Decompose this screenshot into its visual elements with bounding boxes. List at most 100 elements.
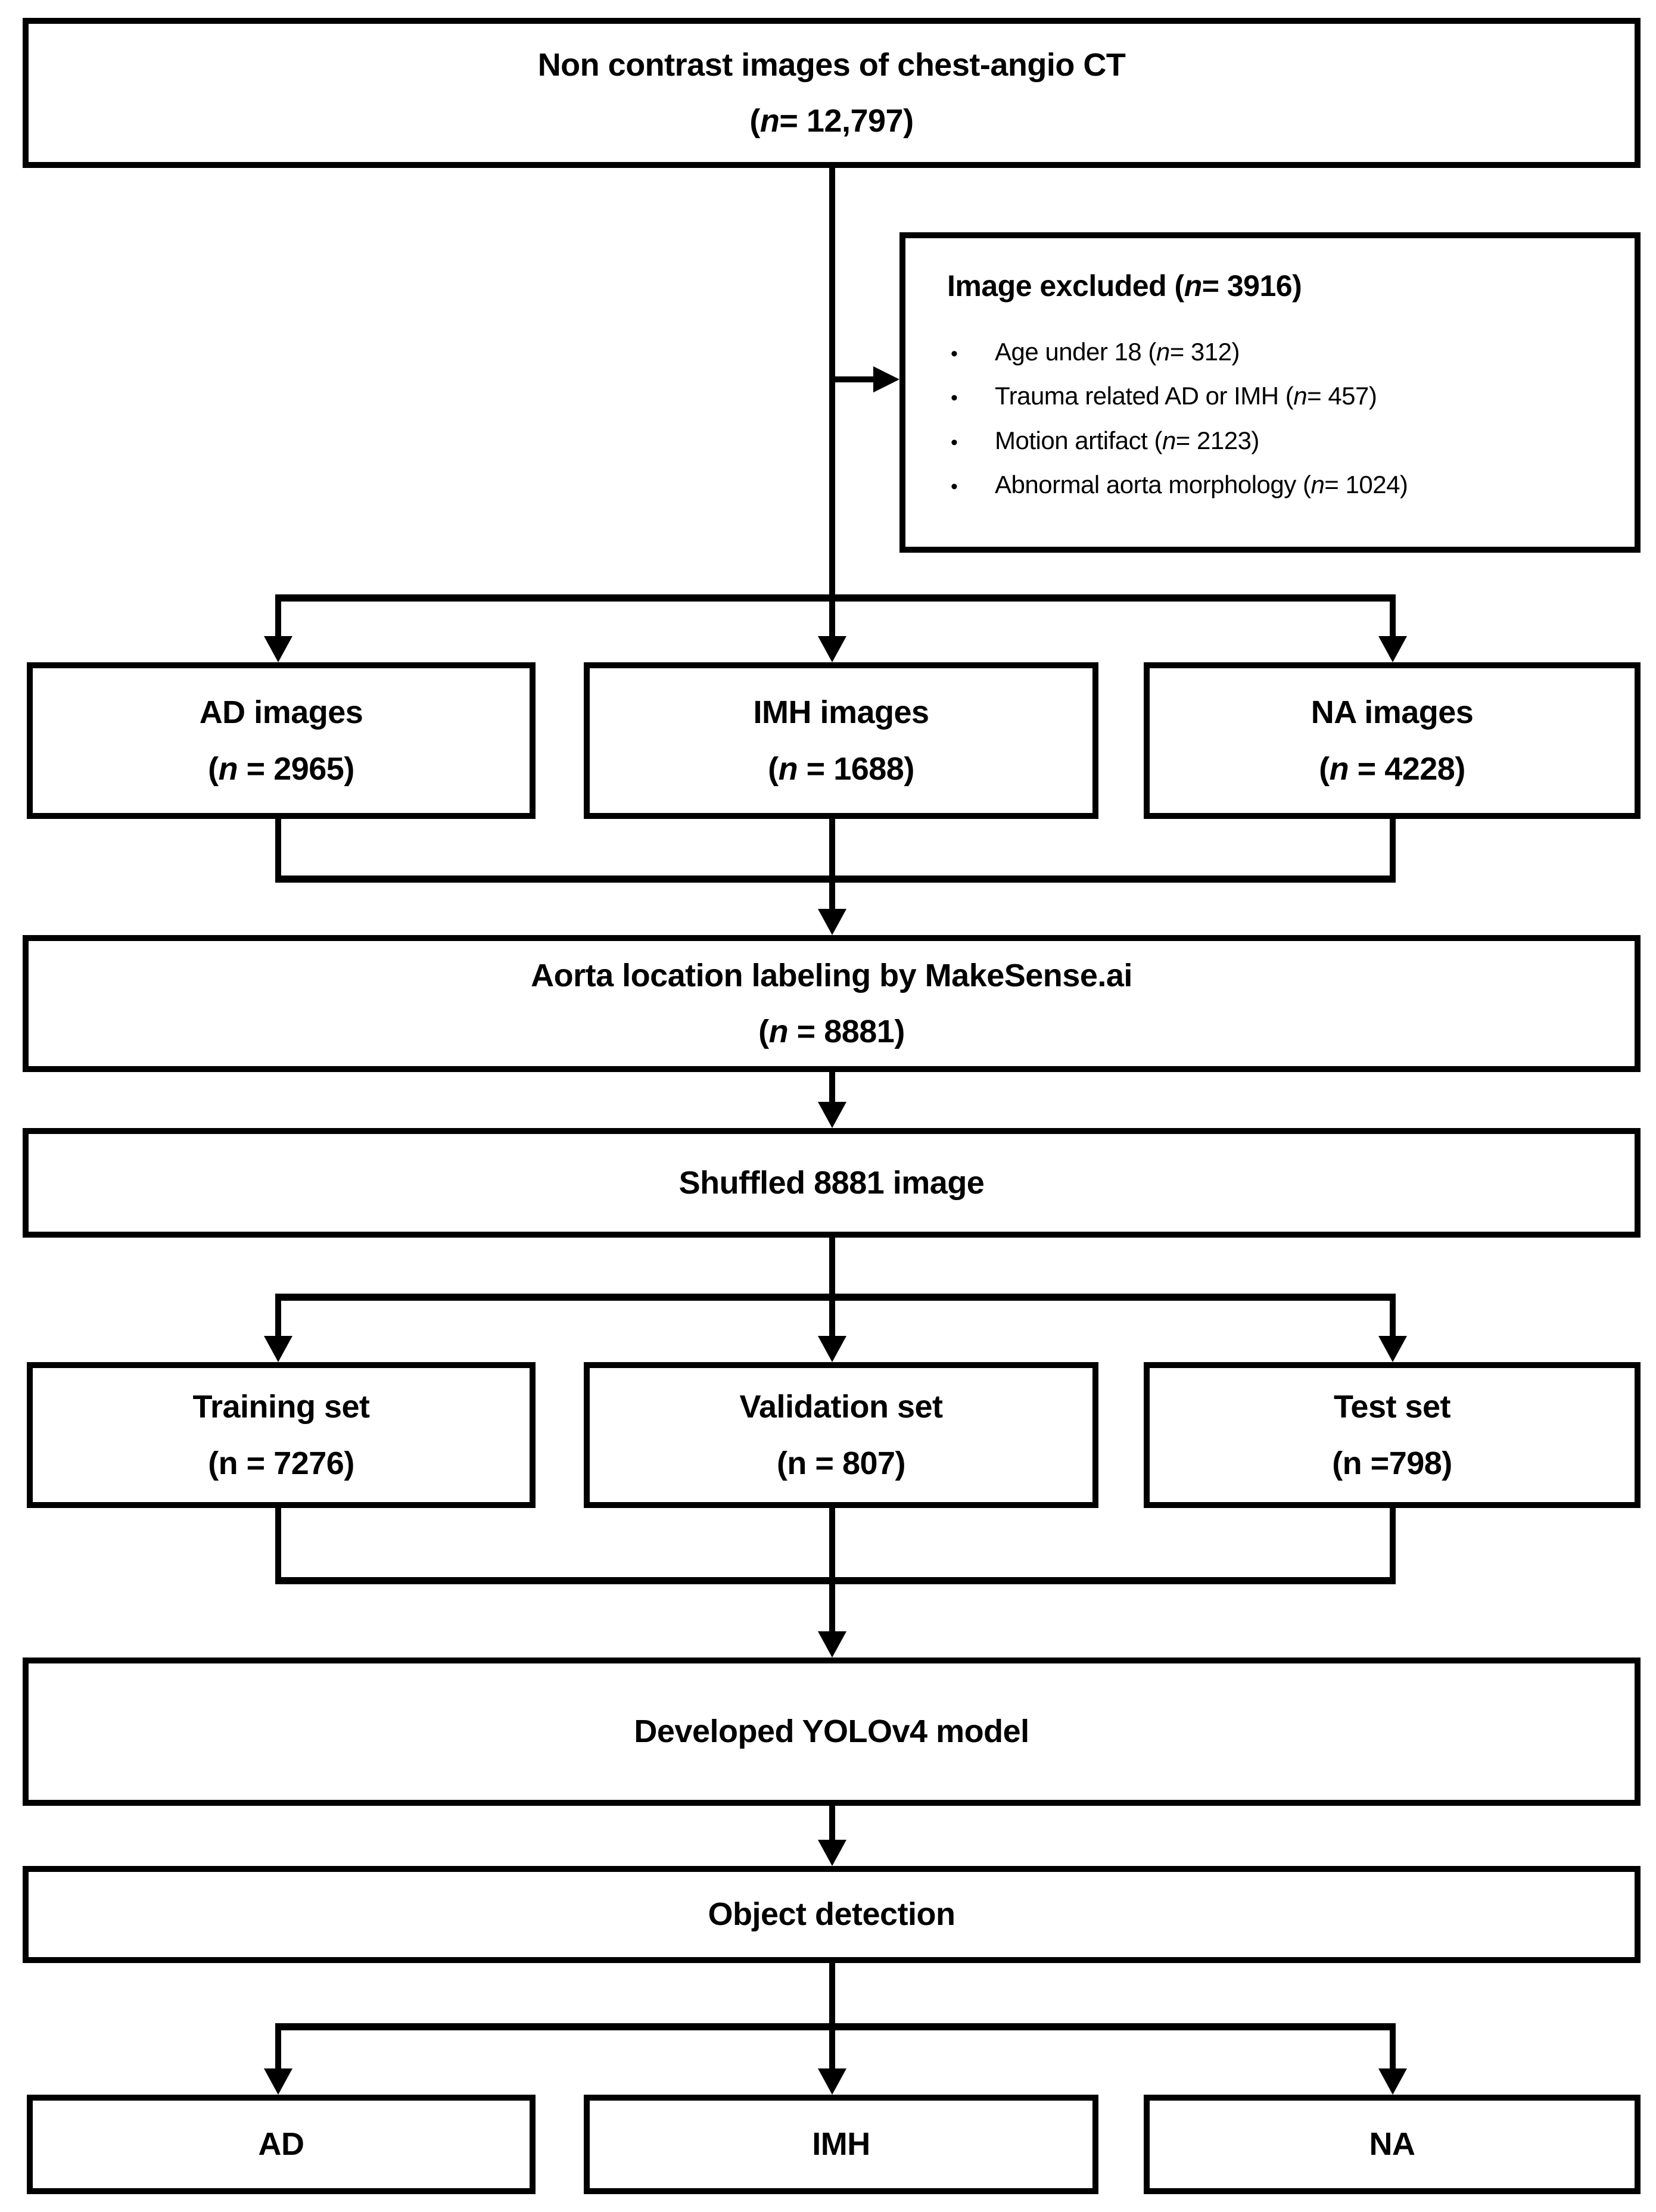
text-segment: (n = 7276) [208, 1445, 354, 1481]
text-segment: Shuffled 8881 image [678, 1164, 985, 1201]
model-box: Developed YOLOv4 model [23, 1658, 1641, 1806]
text-line: Validation set [739, 1379, 943, 1435]
text-line: IMH images [753, 684, 929, 741]
arrowhead-excluded-icon [873, 366, 899, 392]
text-line: AD images [200, 684, 363, 741]
ad-images-box: AD images (n = 2965) [27, 662, 536, 819]
text-line: (n =798) [1332, 1435, 1452, 1492]
text-segment: = 12,797) [779, 103, 914, 139]
drop-2-left [275, 1301, 281, 1337]
text-segment: n [1329, 750, 1349, 787]
excluded-bullet-item: • Trauma related AD or IMH (n= 457) [951, 382, 1617, 410]
text-segment: n [1311, 470, 1325, 499]
text-segment: IMH images [753, 694, 929, 730]
training-set-box: Training set (n = 7276) [27, 1362, 536, 1508]
text-line: (n = 4228) [1319, 741, 1465, 797]
text-segment: n [1184, 269, 1203, 303]
text-segment: Training set [192, 1389, 370, 1425]
bullet-text: Age under 18 (n= 312) [995, 338, 1240, 366]
text-segment: NA [1369, 2126, 1416, 2163]
text-line: (n = 8881) [758, 1004, 905, 1060]
drop-1-mid [829, 602, 835, 637]
merge-1-left [275, 819, 281, 877]
split-bar-2 [275, 1294, 1396, 1301]
text-segment: Motion artifact ( [995, 426, 1162, 454]
text-segment: = 312) [1169, 338, 1240, 366]
text-segment: ( [749, 103, 760, 139]
connector-detection-spine [829, 1963, 835, 2024]
merge-2-left [275, 1508, 281, 1578]
text-line: NA images [1311, 684, 1474, 741]
text-line: (n = 7276) [208, 1435, 354, 1492]
merge-2-mid [829, 1508, 835, 1632]
drop-2-mid [829, 1301, 835, 1337]
text-segment: Object detection [708, 1896, 955, 1933]
na-images-box: NA images (n = 4228) [1144, 662, 1641, 819]
arrowhead-detection-icon [818, 1840, 846, 1866]
arrowhead-na-result-icon [1378, 2068, 1407, 2095]
ad-result-box: AD [27, 2095, 536, 2194]
text-segment: Image excluded ( [947, 269, 1184, 303]
arrowhead-ad-result-icon [264, 2068, 292, 2095]
text-segment: n [778, 750, 798, 787]
arrowhead-imh-images-icon [818, 636, 846, 662]
drop-2-right [1390, 1301, 1396, 1337]
text-segment: = 457) [1307, 382, 1377, 410]
text-segment: IMH [812, 2126, 870, 2163]
bullet-marker-icon: • [951, 342, 958, 365]
bullet-text: Trauma related AD or IMH (n= 457) [995, 382, 1377, 410]
arrowhead-model-icon [818, 1631, 846, 1658]
text-line: (n = 1688) [768, 741, 914, 797]
shuffled-box: Shuffled 8881 image [23, 1128, 1641, 1238]
text-line: NA [1369, 2116, 1416, 2173]
text-line: AD [258, 2116, 305, 2173]
text-line: Training set [192, 1379, 370, 1435]
arrowhead-test-icon [1378, 1336, 1407, 1362]
text-segment: Test set [1333, 1389, 1451, 1425]
arrowhead-na-images-icon [1378, 636, 1407, 662]
arrowhead-shuffled-icon [818, 1102, 846, 1128]
text-line: (n= 12,797) [749, 93, 914, 149]
validation-set-box: Validation set (n = 807) [584, 1362, 1098, 1508]
text-segment: n [218, 750, 238, 787]
labeling-box: Aorta location labeling by MakeSense.ai(… [23, 935, 1641, 1072]
text-line: (n = 2965) [208, 741, 354, 797]
connector-labeling-shuffled [829, 1072, 835, 1104]
text-segment: AD images [199, 694, 363, 730]
merge-bar-2 [275, 1577, 1396, 1584]
excluded-title: Image excluded (n= 3916) [947, 267, 1617, 306]
text-segment: = 1688) [798, 750, 915, 787]
excluded-bullet-item: • Age under 18 (n= 312) [951, 338, 1617, 366]
text-segment: NA images [1311, 694, 1474, 730]
text-segment: n [768, 1014, 789, 1049]
merge-1-right [1390, 819, 1396, 877]
detection-box: Object detection [23, 1866, 1641, 1963]
split-bar-1 [275, 594, 1396, 602]
text-segment: (n = 807) [776, 1445, 906, 1481]
imh-result-box: IMH [584, 2095, 1098, 2194]
arrowhead-training-icon [264, 1336, 292, 1362]
drop-1-right [1390, 602, 1396, 637]
text-segment: AD [258, 2126, 305, 2163]
text-line: Object detection [708, 1886, 955, 1943]
text-line: Test set [1333, 1379, 1451, 1435]
arrowhead-labeling-icon [818, 909, 846, 935]
text-line: Aorta location labeling by MakeSense.ai [531, 948, 1132, 1004]
drop-3-left [275, 2030, 281, 2070]
text-segment: Abnormal aorta morphology ( [995, 470, 1311, 499]
excluded-bullet-item: •Abnormal aorta morphology (n= 1024) [951, 471, 1617, 499]
bullet-marker-icon: • [951, 475, 958, 498]
text-segment: Validation set [739, 1389, 943, 1425]
source-box: Non contrast images of chest-angio CT(n=… [23, 18, 1641, 168]
merge-bar-1 [275, 876, 1396, 883]
text-segment: = 2965) [238, 750, 355, 787]
excluded-bullet-item: •Motion artifact (n= 2123) [951, 426, 1617, 455]
split-bar-3 [275, 2023, 1396, 2030]
arrowhead-imh-result-icon [818, 2068, 846, 2095]
text-segment: ( [768, 750, 779, 787]
text-segment: n [1156, 338, 1170, 366]
text-segment: Age under 18 ( [995, 338, 1156, 366]
text-line: Shuffled 8881 image [679, 1155, 985, 1211]
text-line: (n = 807) [776, 1435, 906, 1492]
bullet-marker-icon: • [951, 387, 958, 410]
